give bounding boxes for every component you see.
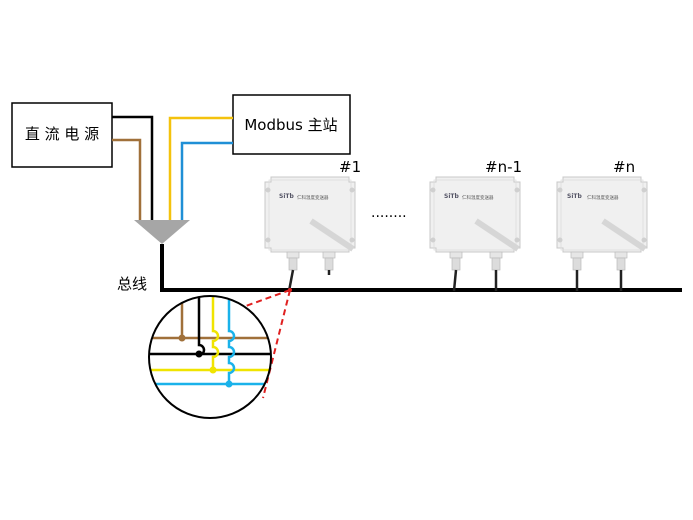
wire-blue (180, 141, 233, 222)
wire-brown (112, 138, 142, 222)
point-of-connection-dot (288, 288, 292, 292)
device-ellipsis: ........ (371, 205, 407, 221)
device-n-minus-1: #n-1 SiTb 仁科温度变送器 (429, 158, 522, 292)
modbus-master-label: Modbus 主站 (244, 116, 337, 134)
wire-black (112, 115, 154, 222)
device-logo: SiTb (279, 193, 294, 200)
bus-line (160, 244, 682, 292)
junction-detail-callout (148, 288, 292, 419)
device-1: #1 SiTb 仁科温度变送器 (264, 158, 361, 292)
device-name: 仁科温度变送器 (587, 194, 619, 201)
device-name: 仁科温度变送器 (462, 194, 494, 201)
bus-merge-funnel (134, 220, 190, 244)
wire-yellow (168, 116, 233, 222)
device-logo: SiTb (567, 193, 582, 200)
bus-label: 总线 (117, 275, 147, 293)
device-index-label: #n (613, 158, 635, 176)
device-index-label: #1 (339, 158, 361, 176)
device-n: #n SiTb 仁科温度变送器 (556, 158, 648, 291)
modbus-master-box: Modbus 主站 (232, 94, 351, 155)
power-supply-label: 直 流 电 源 (25, 125, 99, 143)
wire-group (112, 115, 233, 222)
device-index-label: #n-1 (485, 158, 522, 176)
device-logo: SiTb (444, 193, 459, 200)
power-supply-box: 直 流 电 源 (11, 102, 113, 168)
device-name: 仁科温度变送器 (297, 194, 329, 201)
